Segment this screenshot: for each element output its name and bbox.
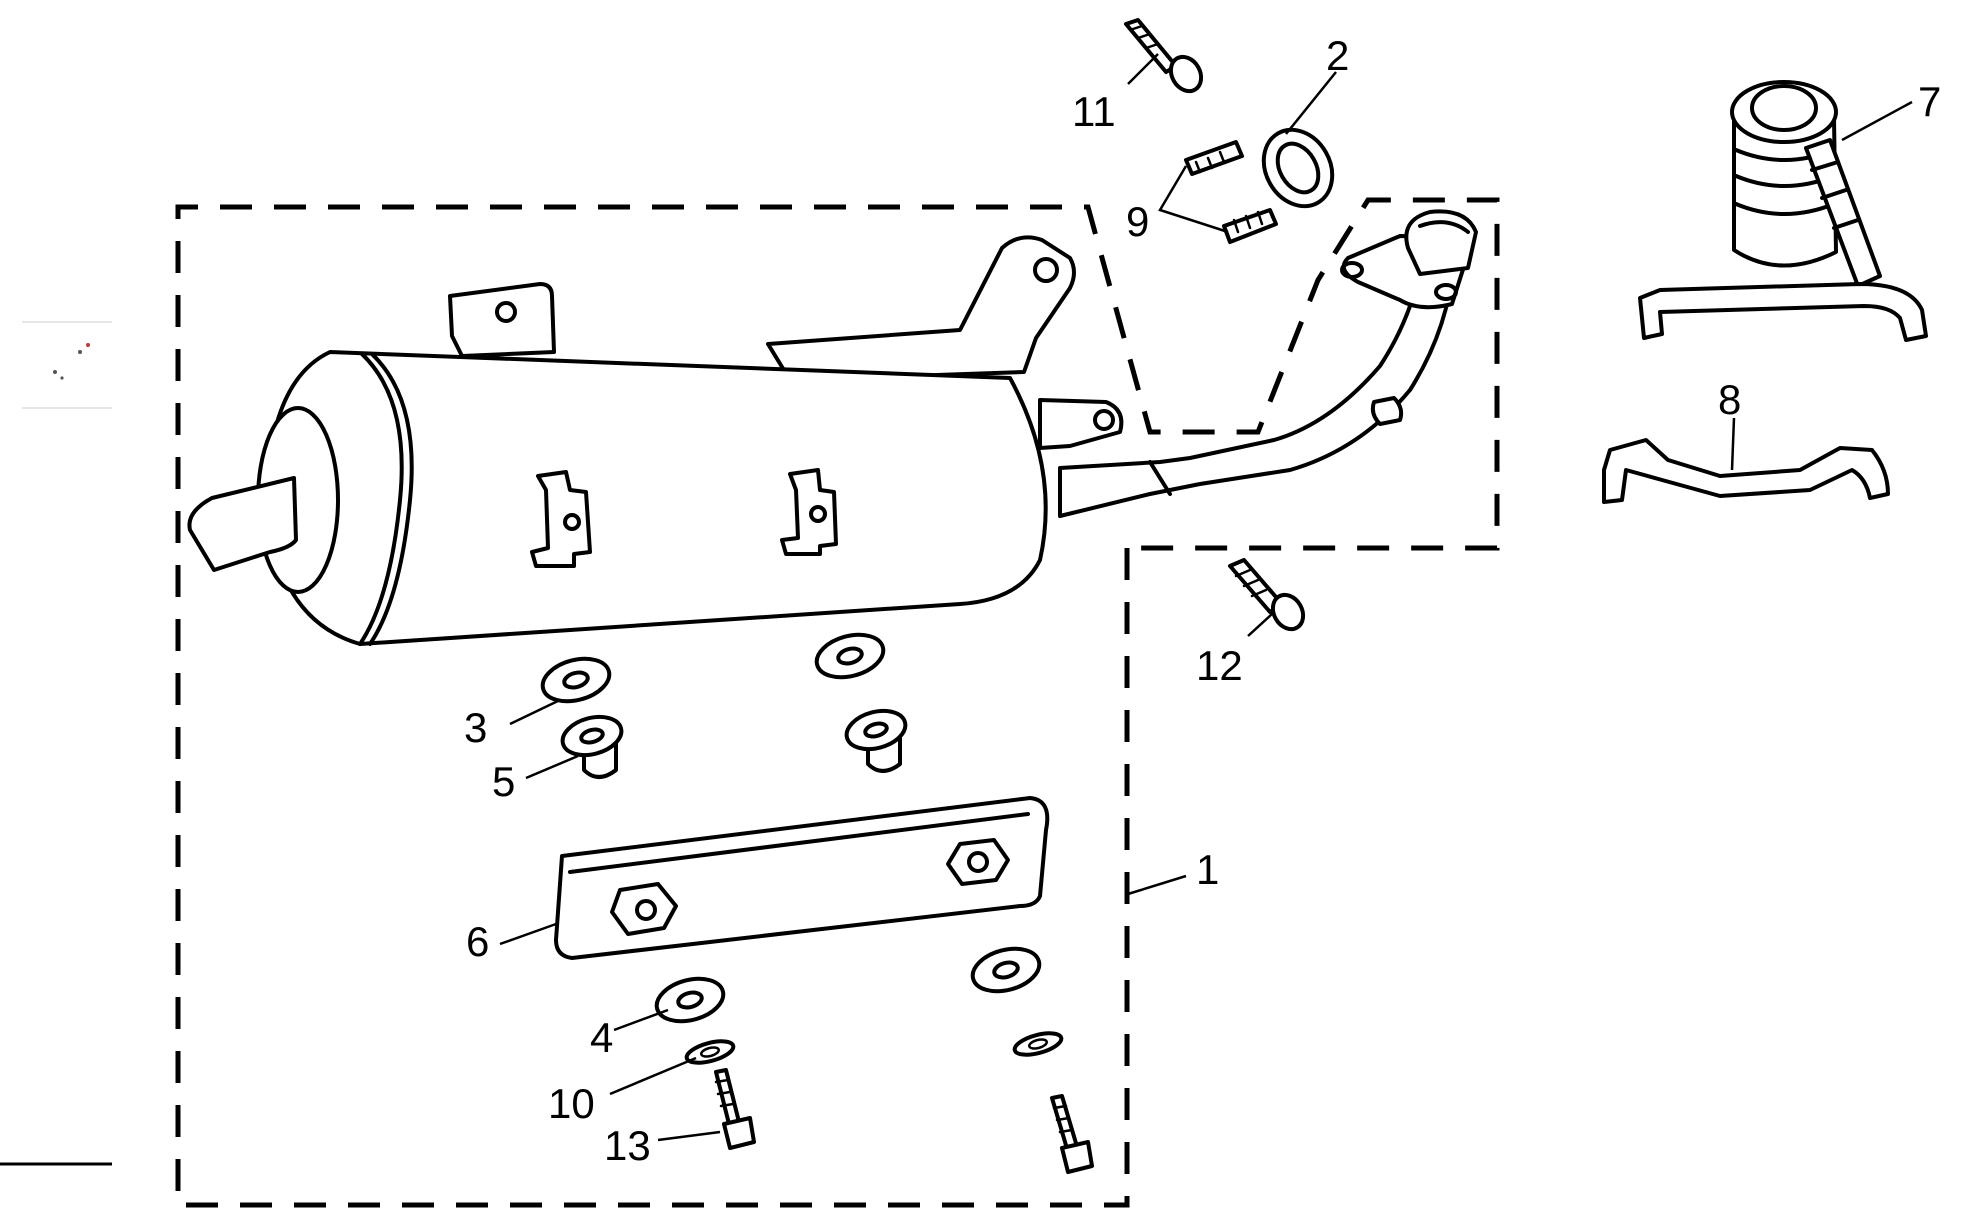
air-valve <box>1638 80 1928 342</box>
bolt-12 <box>1228 558 1306 632</box>
pipe-stud <box>1370 396 1404 426</box>
exhaust-gasket <box>1261 127 1335 209</box>
bracket-hole <box>495 301 517 323</box>
side-tab-hole <box>1093 409 1115 431</box>
muffler-side-tab <box>1038 398 1124 450</box>
callout-5: 5 <box>492 758 515 805</box>
body-clamp-left <box>530 470 592 568</box>
stud-bolts <box>1184 140 1278 244</box>
washer-3-right <box>814 632 886 680</box>
callout-6: 6 <box>466 918 489 965</box>
exhaust-pipe <box>1058 209 1478 518</box>
spring-washer-left <box>684 1039 736 1065</box>
bolt-11 <box>1124 18 1204 94</box>
callout-9: 9 <box>1126 198 1149 245</box>
collar-5-left <box>560 714 624 779</box>
callout-13: 13 <box>604 1122 651 1169</box>
callout-8: 8 <box>1718 376 1741 423</box>
callout-labels: 1 2 3 4 5 6 7 8 9 10 11 12 13 <box>464 32 1941 1169</box>
washer-4-left <box>654 976 726 1024</box>
washer-3-left <box>540 656 612 704</box>
leader-lines <box>499 53 1913 1142</box>
callout-2: 2 <box>1326 32 1349 79</box>
silencer-can <box>264 350 1048 646</box>
callout-7: 7 <box>1918 78 1941 125</box>
assembly-boundary <box>175 197 1500 1208</box>
spring-washer-right <box>1012 1031 1064 1057</box>
washer-4-right <box>970 946 1042 994</box>
body-clamp-right <box>780 468 838 556</box>
bolt-13-right <box>1050 1094 1094 1174</box>
bolt-13-left <box>714 1068 756 1150</box>
callout-11: 11 <box>1072 88 1116 135</box>
callout-3: 3 <box>464 704 487 751</box>
callout-1: 1 <box>1196 846 1219 893</box>
hose <box>1602 438 1890 504</box>
left-margin-marks <box>0 321 112 1166</box>
tailpipe <box>187 476 298 572</box>
callout-12: 12 <box>1196 642 1243 689</box>
collar-5-right <box>844 708 908 773</box>
callout-10: 10 <box>548 1080 595 1127</box>
callout-4: 4 <box>590 1014 613 1061</box>
muffler <box>187 235 1124 646</box>
mount-arm-hole <box>1033 257 1059 283</box>
heat-shield <box>554 796 1050 960</box>
muffler-mount-arm <box>766 235 1076 382</box>
